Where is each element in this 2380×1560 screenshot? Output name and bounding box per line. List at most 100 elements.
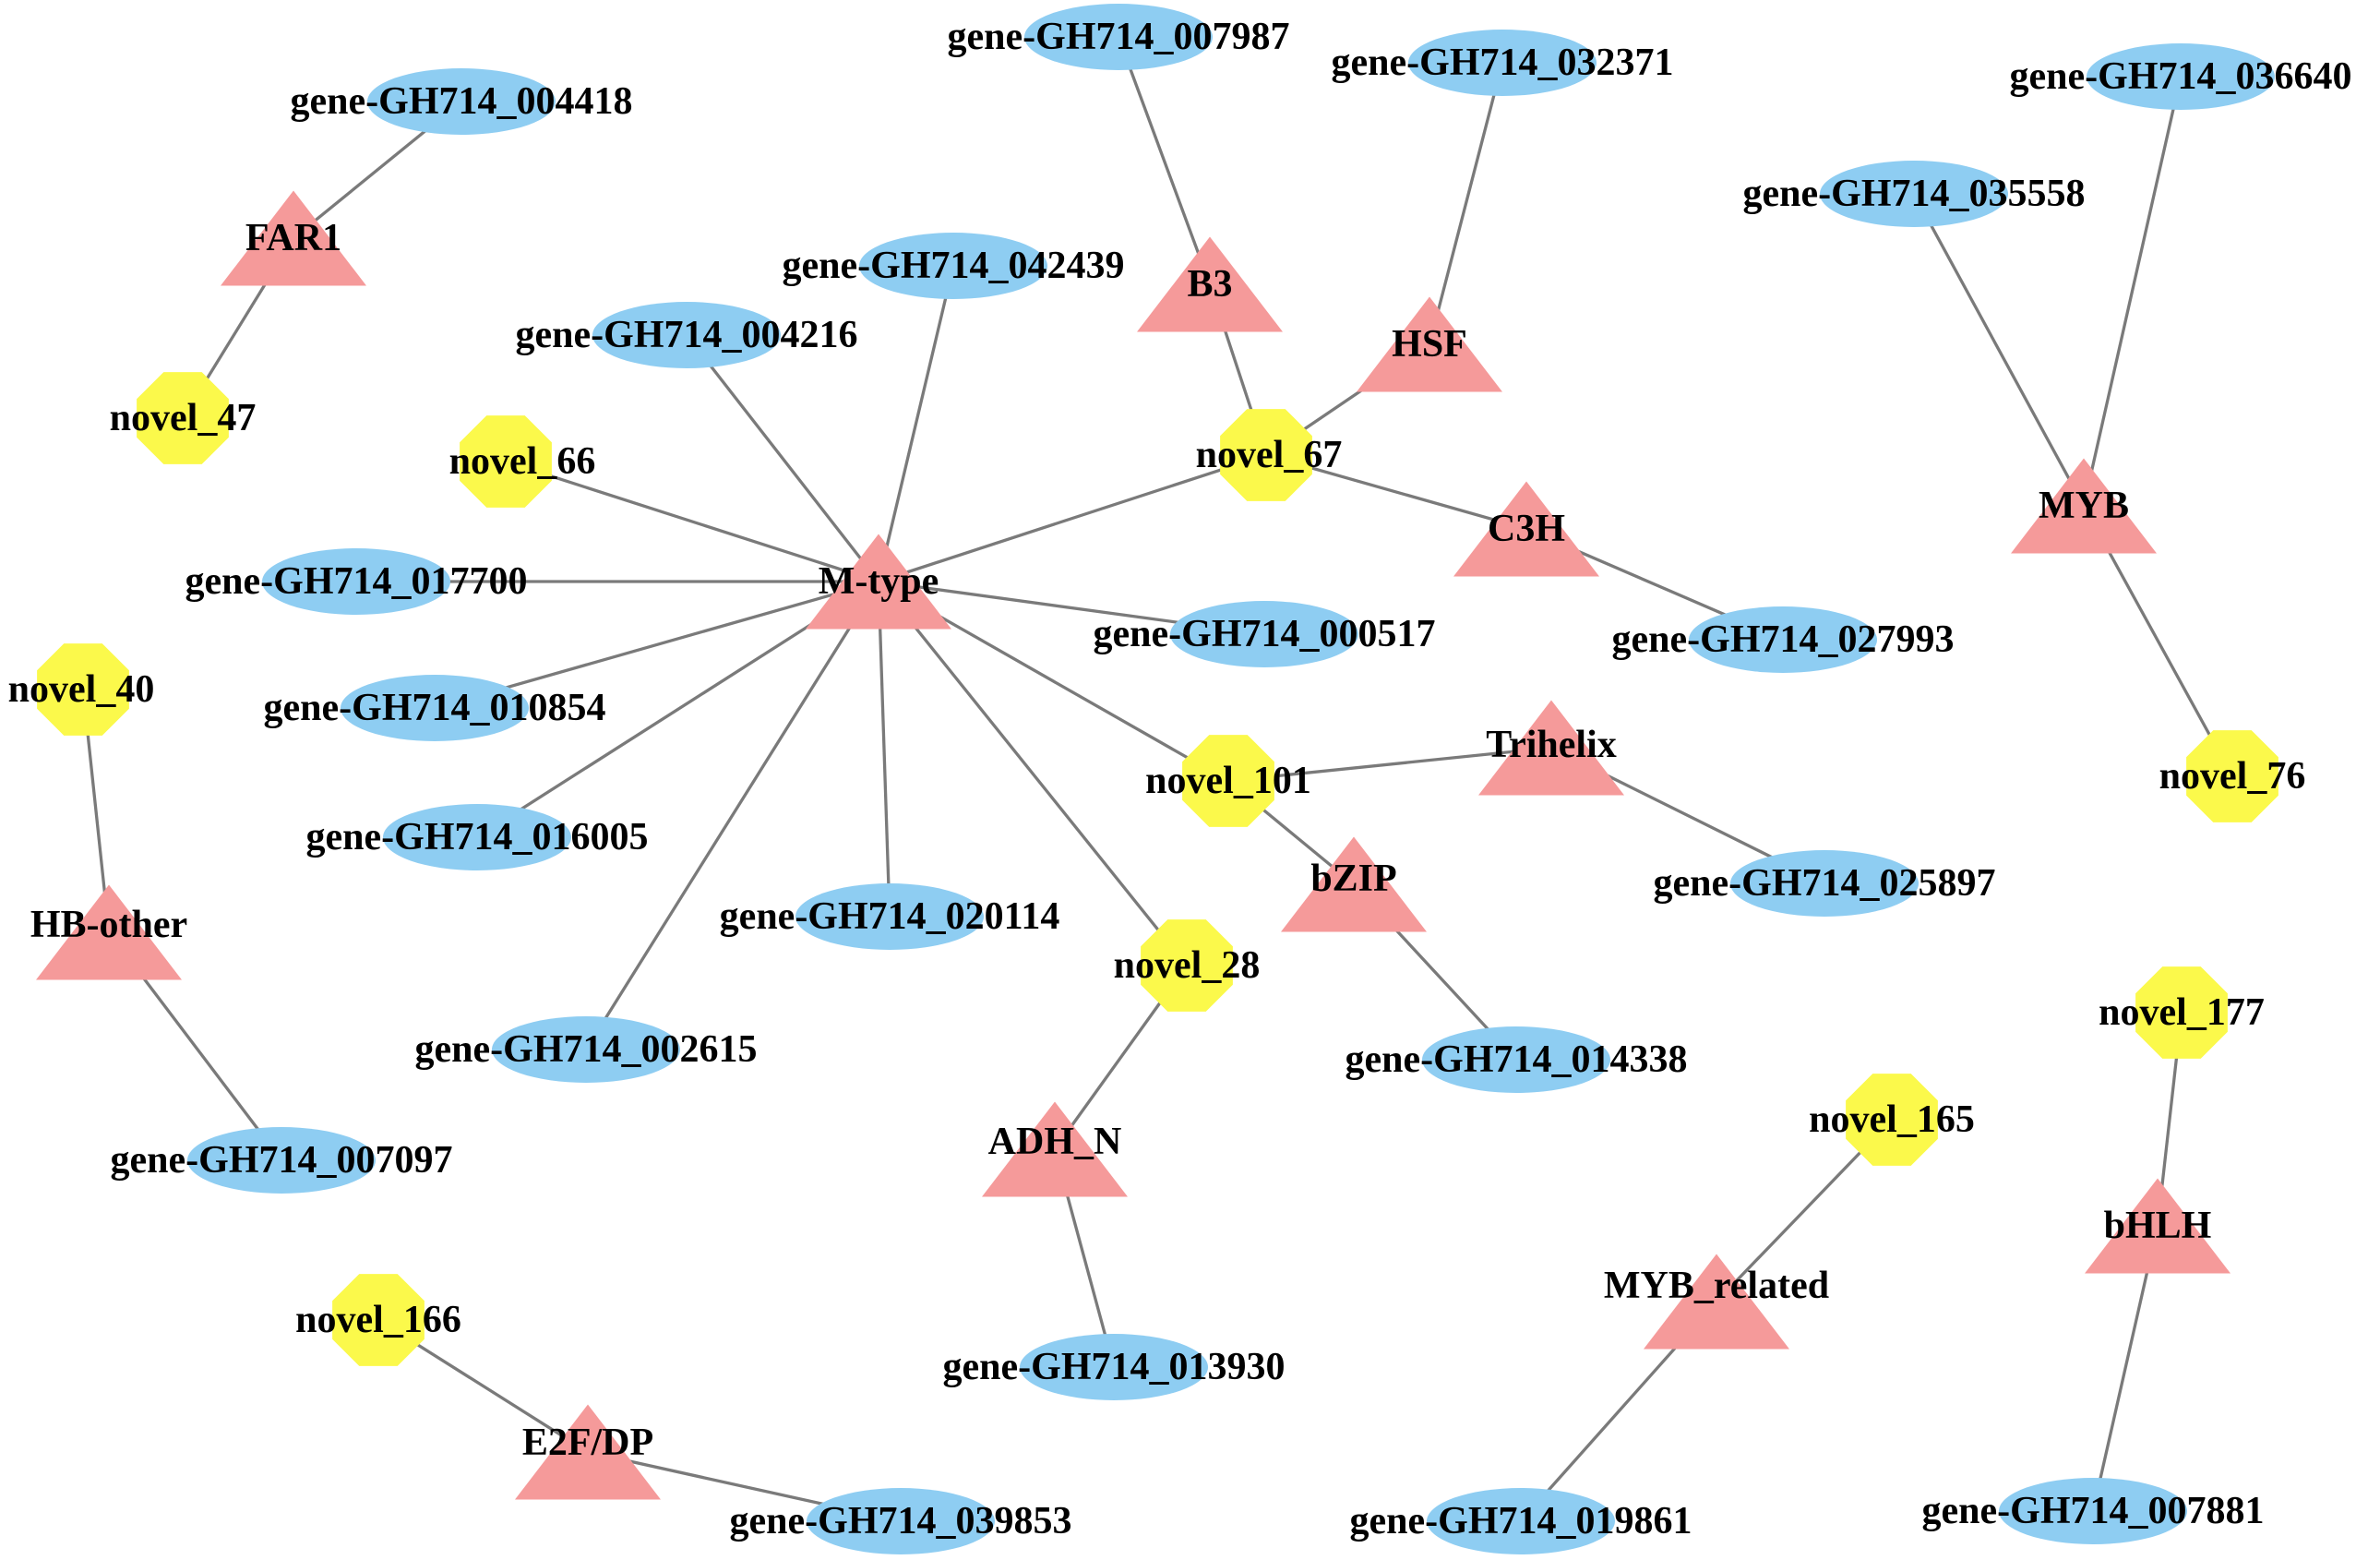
gene-node-gene-gh714-004418 bbox=[367, 68, 556, 135]
tf-node-myb bbox=[2011, 458, 2157, 554]
edge-myb-to-gene-gh714-036640 bbox=[2082, 76, 2183, 507]
labels-layer: FAR1B3HSFMYBM-typeC3HTrihelixbZIPHB-othe… bbox=[8, 16, 2352, 1542]
mirna-node-novel-40 bbox=[37, 643, 129, 736]
node-label-novel-67: novel_67 bbox=[1196, 434, 1343, 476]
gene-node-gene-gh714-020114 bbox=[795, 883, 984, 950]
node-label-bzip: bZIP bbox=[1310, 858, 1396, 900]
node-label-myb-related: MYB_related bbox=[1604, 1265, 1829, 1307]
node-label-gene-gh714-016005: gene-GH714_016005 bbox=[306, 816, 649, 858]
node-label-c3h: C3H bbox=[1488, 508, 1565, 550]
gene-node-gene-gh714-004216 bbox=[592, 302, 781, 368]
node-label-gene-gh714-027993: gene-GH714_027993 bbox=[1612, 618, 1955, 661]
node-label-novel-166: novel_166 bbox=[295, 1299, 461, 1341]
node-label-novel-76: novel_76 bbox=[2159, 755, 2306, 798]
gene-node-gene-gh714-032371 bbox=[1408, 30, 1597, 96]
gene-node-gene-gh714-007881 bbox=[1999, 1478, 2187, 1544]
node-label-adh-n: ADH_N bbox=[988, 1121, 1122, 1163]
gene-node-gene-gh714-010854 bbox=[341, 675, 529, 741]
node-label-gene-gh714-017700: gene-GH714_017700 bbox=[185, 560, 528, 603]
gene-node-gene-gh714-017700 bbox=[262, 548, 450, 615]
edge-m-type-to-gene-gh714-010854 bbox=[434, 580, 879, 710]
gene-node-gene-gh714-019861 bbox=[1427, 1488, 1615, 1554]
gene-node-gene-gh714-025897 bbox=[1730, 850, 1919, 917]
gene-node-gene-gh714-013930 bbox=[1020, 1334, 1208, 1400]
node-label-m-type: M-type bbox=[819, 560, 939, 603]
node-label-gene-gh714-035558: gene-GH714_035558 bbox=[1743, 173, 2086, 215]
edge-m-type-to-gene-gh714-004216 bbox=[685, 333, 880, 583]
mirna-node-novel-47 bbox=[137, 372, 229, 464]
tf-node-adh-n bbox=[982, 1101, 1128, 1197]
gene-node-gene-gh714-016005 bbox=[383, 804, 571, 870]
node-label-novel-177: novel_177 bbox=[2099, 991, 2265, 1034]
node-label-gene-gh714-013930: gene-GH714_013930 bbox=[943, 1346, 1286, 1388]
mirna-node-novel-76 bbox=[2186, 730, 2278, 822]
edge-m-type-to-gene-gh714-020114 bbox=[877, 581, 891, 918]
node-label-gene-gh714-007881: gene-GH714_007881 bbox=[1922, 1490, 2265, 1532]
node-label-gene-gh714-000517: gene-GH714_000517 bbox=[1094, 613, 1436, 655]
node-label-gene-gh714-014338: gene-GH714_014338 bbox=[1345, 1038, 1688, 1081]
node-label-b3: B3 bbox=[1187, 263, 1232, 306]
mirna-node-novel-67 bbox=[1220, 409, 1312, 501]
gene-node-gene-gh714-007097 bbox=[187, 1127, 376, 1194]
node-label-hb-other: HB-other bbox=[30, 904, 187, 946]
mirna-node-novel-166 bbox=[332, 1274, 425, 1366]
tf-node-c3h bbox=[1453, 481, 1599, 577]
node-label-gene-gh714-019861: gene-GH714_019861 bbox=[1350, 1500, 1692, 1542]
node-label-gene-gh714-007987: gene-GH714_007987 bbox=[948, 16, 1290, 58]
tf-node-bhlh bbox=[2085, 1178, 2231, 1274]
node-label-gene-gh714-010854: gene-GH714_010854 bbox=[264, 687, 606, 729]
mirna-node-novel-66 bbox=[460, 415, 552, 508]
node-label-novel-40: novel_40 bbox=[8, 668, 155, 711]
gene-node-gene-gh714-042439 bbox=[859, 233, 1047, 299]
node-label-novel-165: novel_165 bbox=[1809, 1098, 1975, 1141]
edge-myb-to-gene-gh714-035558 bbox=[1912, 193, 2086, 507]
node-label-novel-66: novel_66 bbox=[449, 440, 596, 483]
edge-m-type-to-novel-67 bbox=[878, 453, 1267, 583]
edge-m-type-to-gene-gh714-002615 bbox=[584, 581, 880, 1050]
node-label-hsf: HSF bbox=[1392, 323, 1467, 366]
gene-node-gene-gh714-007987 bbox=[1024, 4, 1213, 70]
node-label-gene-gh714-004418: gene-GH714_004418 bbox=[291, 80, 633, 123]
tf-node-far1 bbox=[221, 190, 366, 286]
tf-node-trihelix bbox=[1478, 700, 1624, 796]
edge-m-type-to-novel-66 bbox=[505, 460, 879, 583]
node-label-novel-28: novel_28 bbox=[1114, 944, 1261, 987]
tf-node-e2f-dp bbox=[515, 1404, 661, 1500]
node-label-gene-gh714-042439: gene-GH714_042439 bbox=[783, 245, 1125, 287]
node-label-gene-gh714-039853: gene-GH714_039853 bbox=[730, 1500, 1072, 1542]
edge-m-type-to-gene-gh714-042439 bbox=[877, 265, 955, 582]
edge-m-type-to-novel-28 bbox=[877, 580, 1189, 967]
mirna-node-novel-165 bbox=[1846, 1074, 1938, 1166]
node-label-e2f-dp: E2F/DP bbox=[522, 1422, 653, 1464]
edge-hsf-to-gene-gh714-032371 bbox=[1428, 62, 1504, 345]
mirna-node-novel-101 bbox=[1182, 735, 1274, 827]
tf-node-bzip bbox=[1281, 836, 1427, 932]
gene-node-gene-gh714-000517 bbox=[1170, 601, 1358, 667]
gene-node-gene-gh714-036640 bbox=[2087, 43, 2275, 110]
gene-node-gene-gh714-014338 bbox=[1422, 1026, 1610, 1093]
tf-node-b3 bbox=[1137, 236, 1283, 332]
tf-node-hb-other bbox=[36, 884, 182, 980]
gene-node-gene-gh714-035558 bbox=[1820, 161, 2008, 227]
gene-node-gene-gh714-039853 bbox=[807, 1488, 995, 1554]
node-label-bhlh: bHLH bbox=[2104, 1205, 2212, 1247]
node-label-gene-gh714-004216: gene-GH714_004216 bbox=[516, 314, 858, 356]
node-label-novel-47: novel_47 bbox=[110, 397, 257, 439]
node-label-novel-101: novel_101 bbox=[1145, 760, 1311, 802]
gene-node-gene-gh714-027993 bbox=[1689, 606, 1877, 673]
tf-node-m-type bbox=[806, 534, 951, 630]
edge-trihelix-to-novel-101 bbox=[1227, 746, 1552, 783]
node-label-gene-gh714-032371: gene-GH714_032371 bbox=[1332, 42, 1674, 84]
node-label-trihelix: Trihelix bbox=[1486, 724, 1617, 766]
mirna-node-novel-28 bbox=[1141, 919, 1233, 1012]
node-label-gene-gh714-025897: gene-GH714_025897 bbox=[1654, 862, 1996, 905]
node-label-gene-gh714-002615: gene-GH714_002615 bbox=[415, 1028, 758, 1071]
node-label-gene-gh714-036640: gene-GH714_036640 bbox=[2010, 55, 2352, 98]
nodes-layer bbox=[36, 4, 2278, 1554]
edge-b3-to-gene-gh714-007987 bbox=[1117, 36, 1212, 285]
node-label-gene-gh714-007097: gene-GH714_007097 bbox=[111, 1139, 453, 1182]
mirna-node-novel-177 bbox=[2135, 966, 2228, 1059]
tf-node-myb-related bbox=[1644, 1254, 1789, 1350]
node-label-gene-gh714-020114: gene-GH714_020114 bbox=[720, 895, 1060, 938]
